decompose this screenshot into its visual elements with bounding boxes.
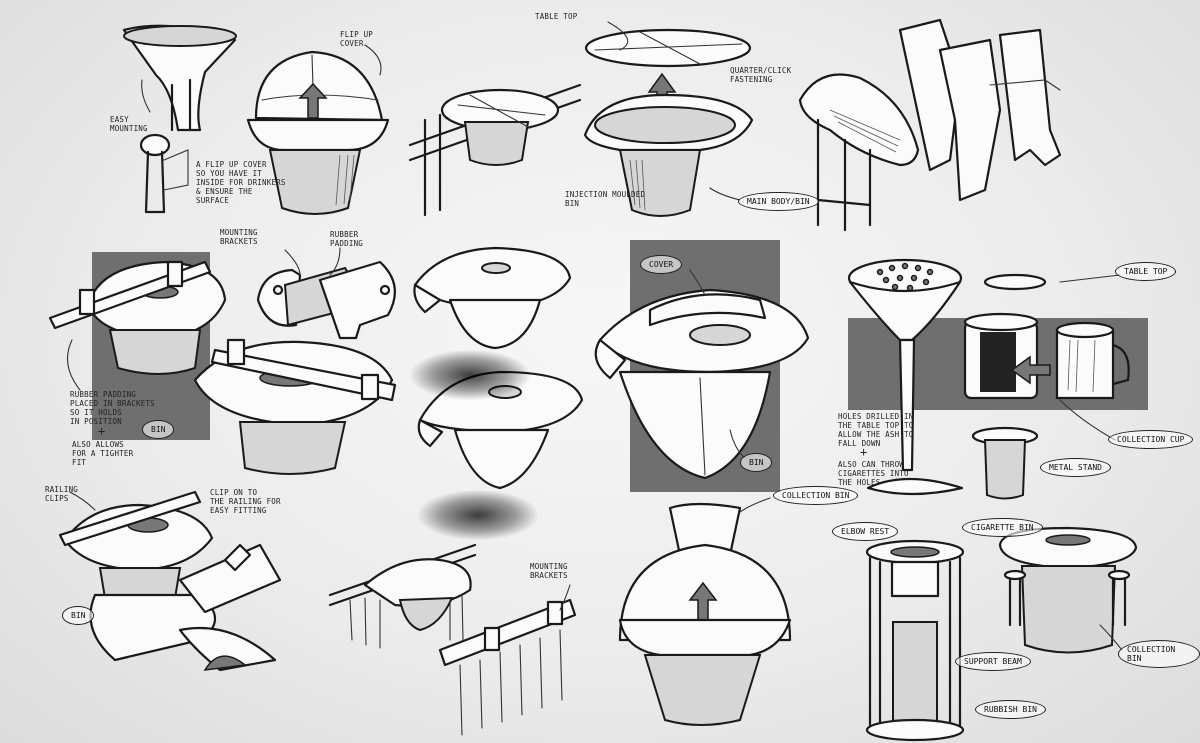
note-flip-up-cover: Flip up cover: [340, 30, 374, 48]
round-table-bin: [998, 526, 1138, 654]
flip-cover-bin: [246, 50, 390, 215]
funnel-sketch: [122, 24, 237, 214]
railing-bin-rails: [328, 543, 577, 736]
collection-cup: [963, 312, 1130, 500]
note-main-body-bin: Main body/bin: [738, 192, 819, 211]
note-rubber-padding-detail: Rubber padding placed in brackets so it …: [70, 390, 155, 426]
note-flip-up-description: A flip up cover so you have it inside fo…: [196, 160, 286, 205]
up-arrow-icon: [298, 82, 328, 119]
note-mounting-brackets-2: Mounting brackets: [530, 562, 568, 580]
bracket-bin-2: [193, 338, 397, 475]
bar-table-sketch: [798, 18, 1062, 232]
tag-support-beam: Support beam: [955, 652, 1031, 671]
note-holes: Holes drilled in the table top to allow …: [838, 412, 914, 448]
tag-metal-stand: Metal stand: [1040, 458, 1111, 477]
table-top-bin: [583, 28, 754, 217]
tag-cover: Cover: [640, 255, 683, 274]
drop-shadow: [418, 490, 538, 540]
railing-bin-bottom: [58, 490, 282, 672]
dome-bin: [618, 502, 792, 726]
note-railing-clips: Railing clips: [45, 485, 79, 503]
note-quarter-click: Quarter/click fastening: [730, 66, 792, 84]
tag-collection-bin: Collection bin: [773, 486, 859, 505]
note-injection-moulded: Injection moulded bin: [565, 190, 646, 208]
tag-bin-1: Bin: [142, 420, 175, 439]
note-rubber-padding: Rubber padding: [330, 230, 364, 248]
round-cover-bin-1: [413, 246, 572, 350]
right-arrow-icon: [1010, 355, 1051, 385]
note-mounting-brackets: Mounting brackets: [220, 228, 258, 246]
big-cover-bin: [594, 288, 810, 480]
bracket-bin-1: [48, 260, 227, 375]
note-also: Also can throw cigarettes into the holes: [838, 460, 909, 487]
ashtray-table: [847, 258, 1047, 496]
tag-table-top-2: Table top: [1115, 262, 1177, 281]
rail-bin-top: [408, 83, 582, 217]
elbow-rest-bin: [865, 539, 965, 742]
tag-elbow-rest: Elbow rest: [832, 522, 899, 541]
tag-bin-2: Bin: [740, 453, 773, 472]
note-allows: Also allows for a tighter fit: [72, 440, 134, 467]
note-clip: Clip on to the railing for easy fitting: [210, 488, 281, 515]
tag-cigarette-bin: Cigarette bin: [962, 518, 1043, 537]
drop-shadow: [410, 350, 530, 400]
tag-collection-cup: Collection cup: [1108, 430, 1194, 449]
tag-rubbish-bin: Rubbish bin: [975, 700, 1046, 719]
tag-bin-3: Bin: [62, 606, 95, 625]
bracket-parts: [256, 260, 396, 340]
note-plus-1: +: [98, 424, 106, 438]
note-table-top: Table top: [535, 12, 578, 21]
tag-collection-bin-2: Collection bin: [1118, 640, 1200, 668]
note-easy-mounting: Easy mounting: [110, 115, 148, 133]
note-plus-2: +: [860, 445, 868, 459]
